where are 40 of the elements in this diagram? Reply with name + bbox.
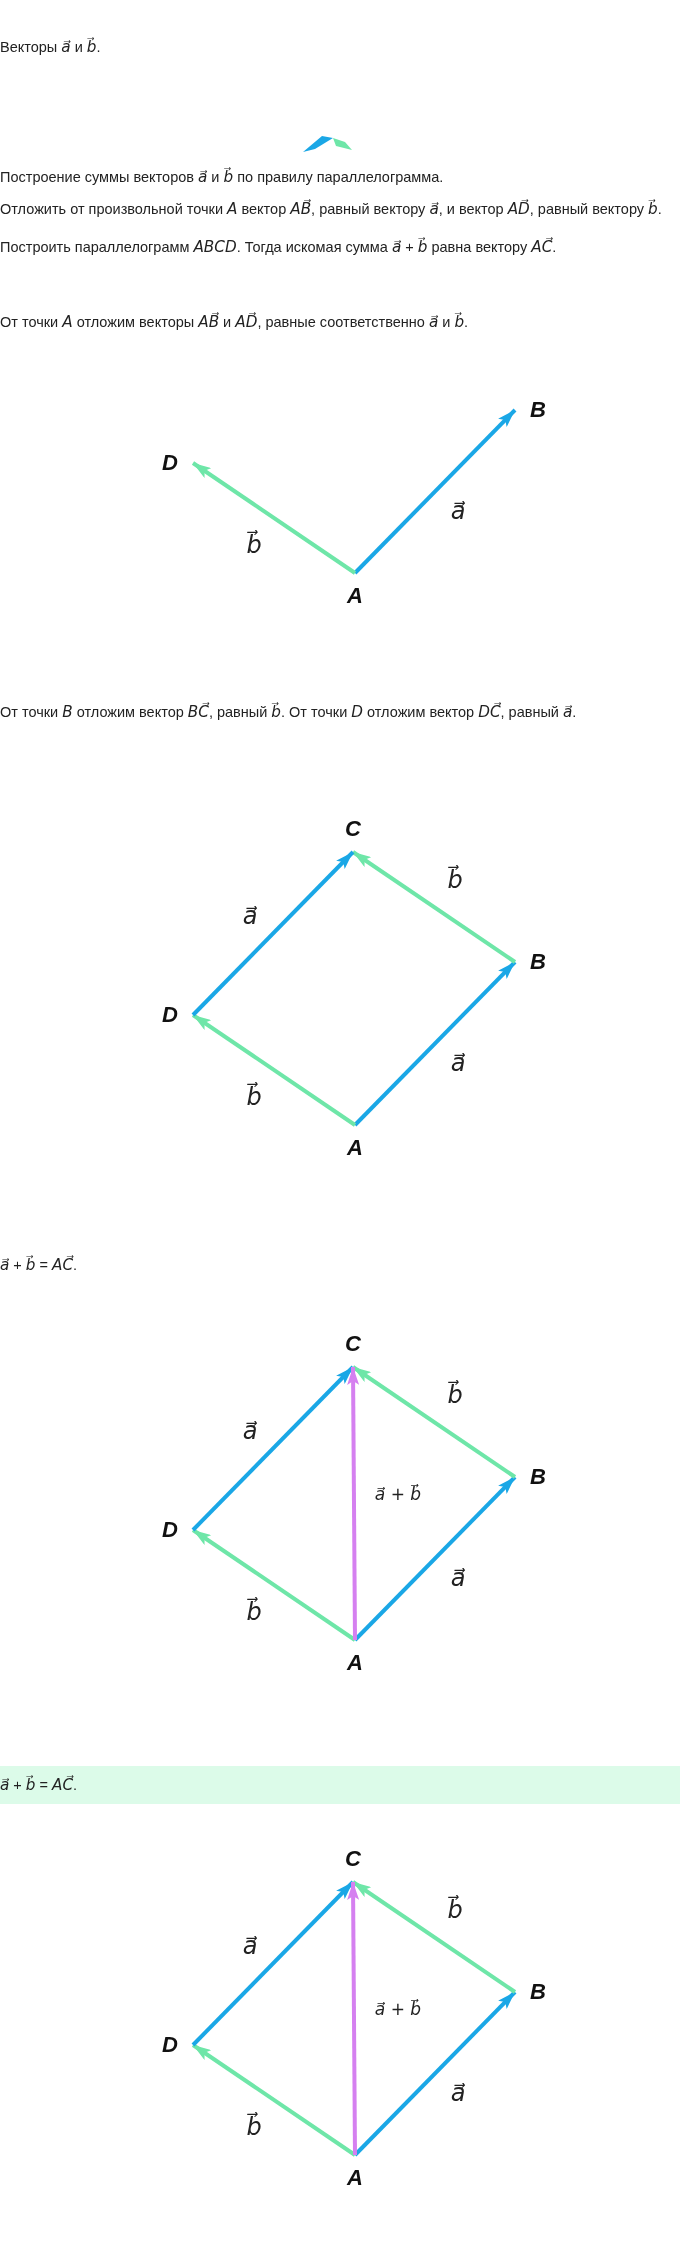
point-label: C [340, 814, 366, 852]
point-label: B [515, 1462, 551, 1492]
vector-arrow [191, 1528, 357, 1642]
point-label: D [157, 1000, 193, 1030]
point-label: A [342, 573, 368, 611]
vector-arrow [353, 1990, 517, 2157]
point-label: D [157, 2030, 193, 2060]
text-paragraph: От точки A отложим векторы AB⃗ и AD⃗, равные соответственно a⃗ и b⃗. [0, 311, 470, 333]
point-label: C [340, 1329, 366, 1367]
vector-arrow [353, 408, 517, 575]
vector-arrow [351, 1880, 517, 1994]
point-label: D [157, 448, 193, 478]
text-paragraph: a⃗ + b⃗ = AC⃗. [0, 1254, 79, 1276]
vector-label: a⃗ + b⃗ [372, 1999, 424, 2018]
vector-arrow [191, 1365, 355, 1532]
vector-arrow [353, 960, 517, 1127]
text-paragraph: От точки B отложим вектор BC⃗, равный b⃗. От точки D отложим вектор DC⃗, равный a⃗. [0, 701, 578, 723]
point-label: B [515, 947, 551, 977]
point-label: B [515, 1977, 551, 2007]
point-label: A [342, 1125, 368, 1163]
text-paragraph: Векторы a⃗ и b⃗. [0, 36, 102, 58]
text-paragraph: Построение суммы векторов a⃗ и b⃗ по правилу параллелограмма. [0, 166, 445, 188]
vector-arrow [347, 1882, 360, 2155]
vector-arrow [191, 2043, 357, 2157]
highlighted-result: a⃗ + b⃗ = AC⃗. [0, 1766, 680, 1804]
point-label: A [342, 1640, 368, 1678]
vector-arrow [191, 1880, 355, 2047]
point-label: D [157, 1515, 193, 1545]
vector-arrow [353, 1475, 517, 1642]
point-label: C [340, 1844, 366, 1882]
vector-arrow [351, 850, 517, 964]
vector-arrow [191, 461, 357, 575]
vector-label: a⃗ + b⃗ [372, 1484, 424, 1503]
vector-arrow [351, 1365, 517, 1479]
vector-arrow [347, 1367, 360, 1640]
point-label: B [515, 395, 551, 425]
vector-arrow [191, 850, 355, 1017]
text-paragraph: Отложить от произвольной точки A вектор AB⃗, равный вектору a⃗, и вектор AD⃗, равный вектору b⃗. Построить параллелограмм ABCD. Тогда искомая сумма a⃗ + b⃗ равна вектору AC⃗. [0, 198, 663, 258]
vector-arrow [191, 1013, 357, 1127]
point-label: A [342, 2155, 368, 2193]
